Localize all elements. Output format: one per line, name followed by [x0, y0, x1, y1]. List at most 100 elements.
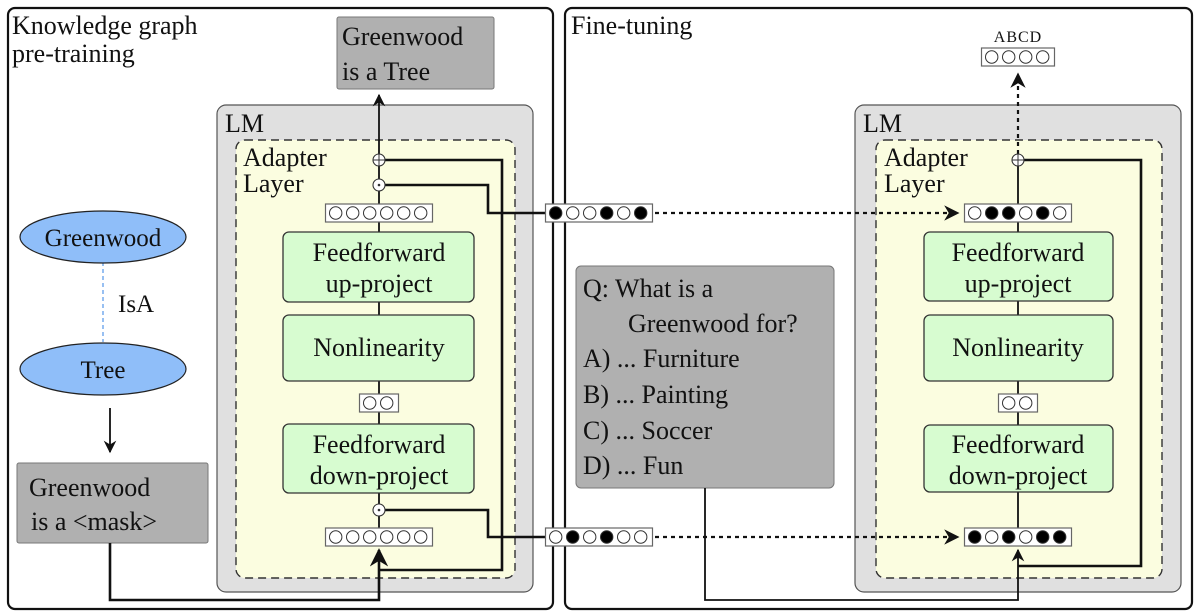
neuron-inactive — [583, 530, 597, 544]
neuron-inactive — [1018, 50, 1033, 64]
neuron-inactive — [414, 530, 428, 544]
left-mul-operator-lower — [372, 503, 386, 517]
left-adapter-label-line2: Layer — [243, 169, 304, 198]
neuron-active — [549, 206, 563, 220]
left-adapter-label-line1: Adapter — [243, 143, 327, 172]
neuron-inactive — [380, 396, 394, 410]
right-nonlinearity-label: Nonlinearity — [952, 333, 1083, 362]
right-panel-title: Fine-tuning — [571, 11, 692, 40]
left-add-operator — [372, 153, 386, 167]
neuron-inactive — [414, 206, 428, 220]
answer-vector — [980, 47, 1056, 67]
neuron-inactive — [346, 530, 360, 544]
question-option-c: C) ... Soccer — [583, 416, 713, 445]
neuron-inactive — [583, 206, 597, 220]
neuron-active — [566, 530, 580, 544]
right-panel-finetuning: Fine-tuning ABCD Q: What is a Greenwood … — [563, 6, 1194, 611]
left-panel-title-line1: Knowledge graph — [12, 11, 198, 40]
left-mul-operator-upper — [372, 178, 386, 192]
left-nonlinearity-label: Nonlinearity — [313, 333, 444, 362]
neuron-inactive — [363, 530, 377, 544]
neuron-active — [1053, 530, 1067, 544]
kg-node-greenwood-label: Greenwood — [45, 225, 162, 252]
left-panel-title-line2: pre-training — [12, 39, 135, 68]
question-line1: Q: What is a — [583, 274, 714, 303]
right-adapter-label-line2: Layer — [884, 169, 945, 198]
neuron-active — [985, 206, 999, 220]
transfer-vectors — [544, 203, 960, 547]
neuron-inactive — [397, 206, 411, 220]
neuron-active — [1002, 206, 1016, 220]
neuron-active — [600, 530, 614, 544]
right-lm-label: LM — [863, 109, 902, 138]
right-up-project-block — [923, 231, 1114, 302]
neuron-inactive — [1053, 206, 1067, 220]
left-nonlinearity-block — [282, 314, 475, 382]
neuron-inactive — [329, 530, 343, 544]
neuron-inactive — [617, 206, 631, 220]
right-down-project-block — [923, 424, 1114, 493]
question-option-b: B) ... Painting — [583, 380, 728, 409]
right-up-project-line2: up-project — [965, 269, 1073, 298]
neuron-inactive — [1002, 50, 1016, 64]
right-residual-line — [1018, 158, 1143, 568]
right-vector-top — [963, 203, 1073, 223]
neuron-inactive — [985, 530, 999, 544]
kg-node-greenwood — [19, 210, 187, 264]
question-to-lm-arrow — [704, 488, 1025, 601]
neuron-inactive — [380, 530, 394, 544]
answer-labels: ABCD — [994, 29, 1042, 46]
right-vector-mid — [997, 393, 1039, 413]
neuron-inactive — [380, 206, 394, 220]
neuron-inactive — [549, 530, 563, 544]
left-up-project-block — [282, 231, 475, 303]
pretraining-output-box — [336, 16, 495, 90]
left-residual-line — [379, 158, 504, 572]
neuron-inactive — [1002, 396, 1016, 410]
kg-node-tree-label: Tree — [81, 357, 126, 384]
pretraining-input-line1: Greenwood — [29, 473, 150, 502]
neuron-inactive — [397, 530, 411, 544]
right-vector-bottom — [963, 527, 1073, 547]
left-up-project-line1: Feedforward — [313, 238, 446, 267]
neuron-active — [600, 206, 614, 220]
left-panel-pretraining: Knowledge graph pre-training Greenwood i… — [6, 6, 555, 611]
question-line2: Greenwood for? — [628, 309, 798, 338]
pretraining-output-line1: Greenwood — [342, 22, 463, 51]
pretraining-input-line2: is a <mask> — [31, 507, 157, 536]
neuron-inactive — [1018, 396, 1033, 410]
neuron-active — [1002, 530, 1016, 544]
left-lower-gate-line — [385, 508, 545, 539]
neuron-inactive — [329, 206, 343, 220]
neuron-inactive — [363, 396, 377, 410]
left-vector-top — [324, 203, 434, 223]
left-vector-bottom — [324, 527, 434, 547]
question-option-a: A) ... Furniture — [583, 344, 740, 373]
neuron-inactive — [985, 50, 999, 64]
left-down-project-line1: Feedforward — [313, 430, 446, 459]
right-down-project-line2: down-project — [949, 461, 1088, 490]
neuron-inactive — [566, 206, 580, 220]
right-add-operator — [1011, 153, 1025, 167]
neuron-inactive — [1018, 530, 1033, 544]
neuron-active — [1036, 206, 1050, 220]
neuron-active — [968, 530, 982, 544]
left-lm-label: LM — [225, 109, 264, 138]
left-upper-gate-line — [385, 183, 545, 215]
neuron-active — [634, 206, 648, 220]
pretraining-input-box — [16, 462, 209, 544]
left-vector-mid — [358, 393, 400, 413]
kg-node-tree — [19, 342, 187, 396]
input-to-lm-arrow — [108, 543, 389, 602]
transfer-vector-upper — [544, 203, 654, 223]
neuron-active — [1036, 530, 1050, 544]
neuron-inactive — [1036, 50, 1050, 64]
neuron-inactive — [1018, 206, 1033, 220]
vector-frame — [980, 47, 1056, 67]
neuron-inactive — [363, 206, 377, 220]
transfer-vector-lower — [544, 527, 654, 547]
pretraining-output-line2: is a Tree — [342, 57, 430, 86]
left-up-project-line2: up-project — [326, 269, 434, 298]
kg-edge-label: IsA — [118, 291, 154, 318]
